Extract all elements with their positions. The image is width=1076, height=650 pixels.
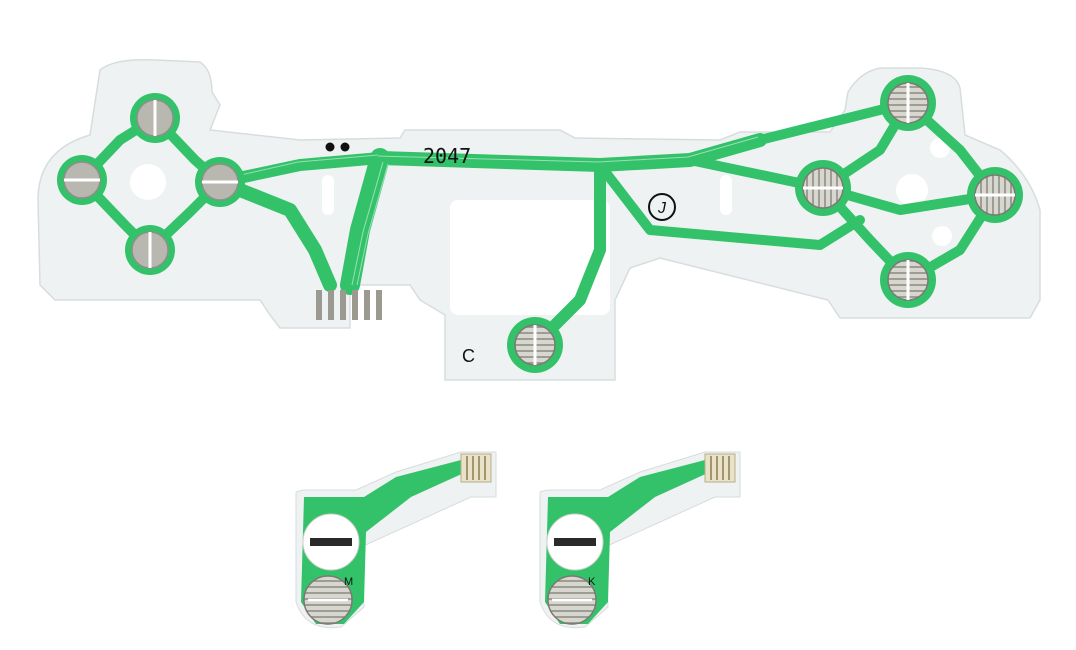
- small-ribbon-connector: [460, 453, 492, 483]
- small-ribbon-code-label: M: [344, 576, 353, 588]
- main-ribbon-cable: 2047 C J: [37, 58, 1041, 381]
- small-ribbon-right: K: [539, 451, 741, 629]
- small-ribbon-upper-contact: [546, 513, 604, 571]
- main-ribbon-slot-left: [322, 175, 334, 215]
- small-ribbon-code-label: K: [588, 576, 596, 588]
- small-ribbon-connector-pins: [710, 456, 730, 480]
- contact-pad-center: [507, 317, 563, 373]
- main-ribbon-connector: [316, 290, 382, 320]
- contact-pad-square: [795, 160, 851, 216]
- contact-pad-triangle: [880, 75, 936, 131]
- main-ribbon-revision-label: C: [462, 346, 475, 366]
- small-ribbon-connector: [704, 453, 736, 483]
- connector-pin: [316, 290, 322, 320]
- connector-pin: [364, 290, 370, 320]
- contact-pad-circle: [967, 167, 1023, 223]
- contact-pad-left: [57, 155, 107, 205]
- small-ribbon-upper-contact: [302, 513, 360, 571]
- small-ribbon-left: M: [295, 451, 497, 629]
- dpad-contacts: [57, 93, 245, 275]
- main-ribbon-hole-dpad: [130, 164, 166, 200]
- main-ribbon-trace-highlights: [222, 136, 759, 286]
- print-dot: [325, 142, 335, 152]
- connector-pin: [376, 290, 382, 320]
- main-ribbon-hole-bottom: [932, 226, 952, 246]
- connector-pin: [352, 290, 358, 320]
- small-ribbon-connector-pins: [466, 456, 486, 480]
- small-ribbon-lower-contact: [303, 575, 353, 625]
- main-ribbon-code-label: 2047: [423, 144, 471, 168]
- contact-pad-up: [130, 93, 180, 143]
- manufacturer-logo: J: [648, 193, 676, 221]
- manufacturer-logo-glyph: J: [657, 200, 667, 217]
- contact-pad-down: [125, 225, 175, 275]
- print-dot: [340, 142, 350, 152]
- main-ribbon-cutout: [450, 200, 610, 315]
- main-ribbon-hole-face: [896, 174, 928, 206]
- main-ribbon-slot-right: [720, 175, 732, 215]
- contact-pad-right: [195, 157, 245, 207]
- contact-pad-cross: [880, 252, 936, 308]
- face-contacts: [507, 75, 1023, 373]
- connector-pin: [328, 290, 334, 320]
- connector-pin: [340, 290, 346, 320]
- small-ribbon-lower-contact: [547, 575, 597, 625]
